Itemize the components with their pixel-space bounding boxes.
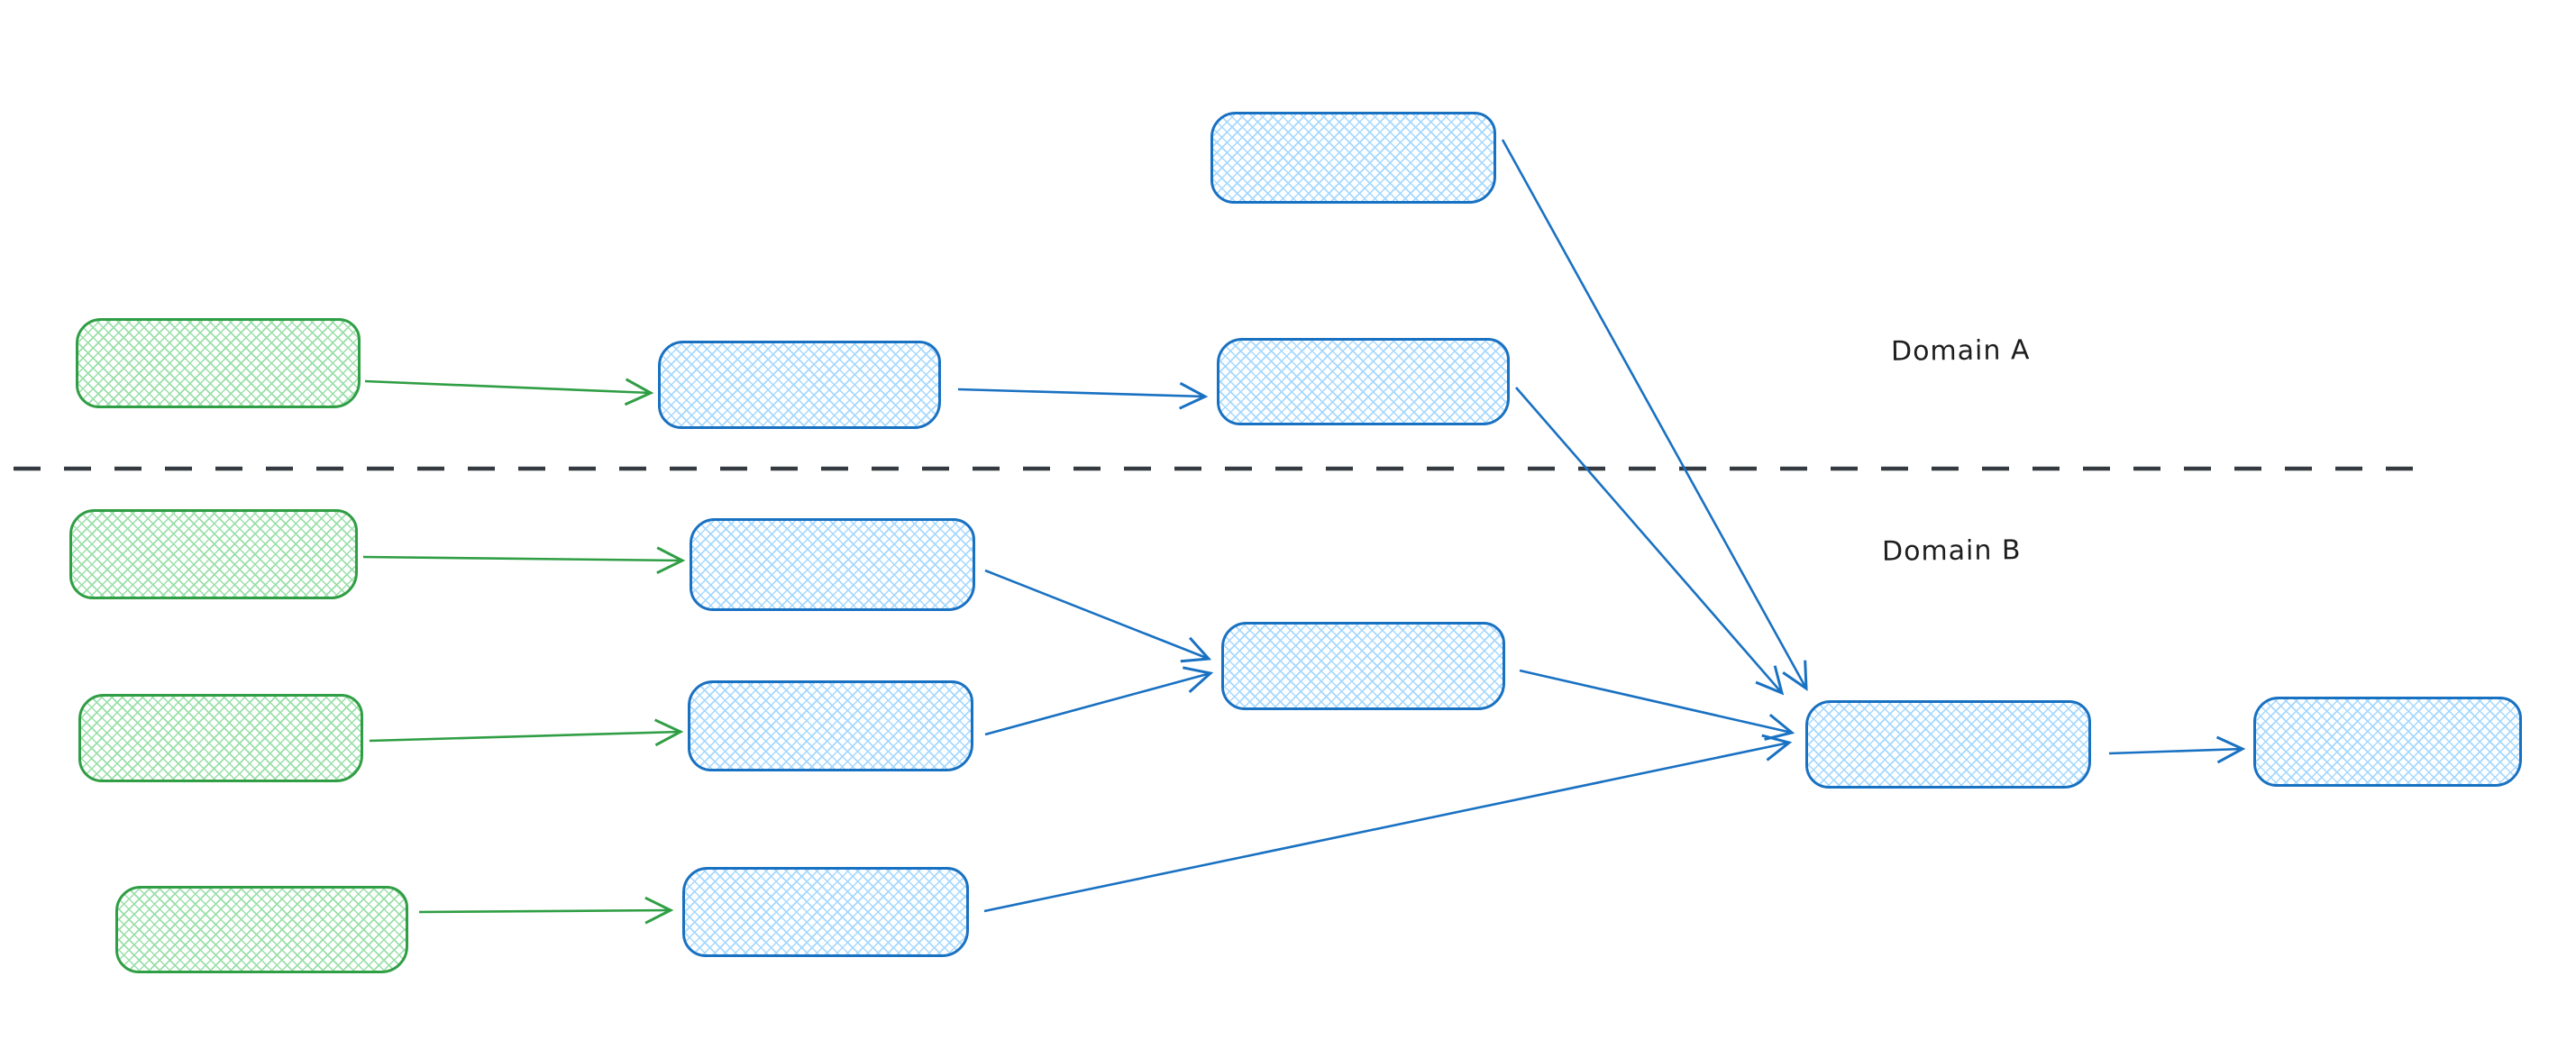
- node-domain-a-step-2[interactable]: [1217, 338, 1510, 425]
- edge-domain-b-source-1-to-domain-b-step-1[interactable]: [362, 546, 686, 575]
- node-domain-b-source-1[interactable]: [69, 509, 358, 599]
- node-domain-b-step-1[interactable]: [690, 518, 975, 611]
- node-domain-a-step-1[interactable]: [658, 341, 941, 429]
- edge-central-merge-to-output[interactable]: [2108, 735, 2246, 764]
- edge-domain-a-top-to-central-merge[interactable]: [1501, 139, 1808, 691]
- node-domain-a-top[interactable]: [1210, 112, 1496, 204]
- node-domain-b-source-3[interactable]: [115, 886, 408, 973]
- node-domain-b-source-2[interactable]: [78, 694, 363, 782]
- edge-domain-b-source-2-to-domain-b-step-2[interactable]: [369, 718, 684, 747]
- edge-group: [362, 139, 2246, 925]
- node-domain-b-step-3[interactable]: [682, 867, 969, 957]
- edge-domain-a-source-to-domain-a-step-1[interactable]: [364, 378, 654, 406]
- edge-domain-a-step-2-to-central-merge[interactable]: [1515, 387, 1785, 696]
- domain-a-label: Domain A: [1890, 334, 2031, 368]
- edge-domain-b-step-2-to-domain-b-merge[interactable]: [984, 666, 1214, 736]
- node-domain-a-source[interactable]: [76, 318, 361, 408]
- edge-domain-a-step-1-to-domain-a-step-2[interactable]: [957, 381, 1209, 410]
- edge-domain-b-step-3-to-central-merge[interactable]: [983, 734, 1793, 913]
- node-central-merge[interactable]: [1805, 700, 2091, 789]
- edge-domain-b-source-3-to-domain-b-step-3[interactable]: [418, 896, 674, 925]
- node-domain-b-step-2[interactable]: [688, 680, 973, 771]
- edge-domain-b-merge-to-central-merge[interactable]: [1519, 669, 1795, 741]
- node-output[interactable]: [2253, 697, 2522, 787]
- edge-domain-b-step-1-to-domain-b-merge[interactable]: [984, 569, 1212, 663]
- domain-b-label: Domain B: [1881, 534, 2022, 568]
- node-domain-b-merge[interactable]: [1221, 622, 1505, 710]
